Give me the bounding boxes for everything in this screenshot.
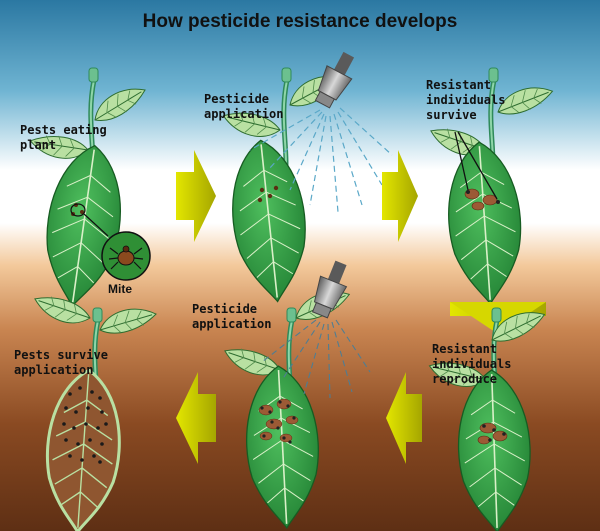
arrow-right-2 [382, 150, 418, 242]
label-resistant-survive: Resistant individuals survive [426, 78, 506, 122]
label-mite: Mite [108, 282, 132, 296]
panel-pests-survive [30, 287, 159, 531]
arrow-right-1 [176, 150, 216, 242]
diagram-title: How pesticide resistance develops [142, 11, 458, 32]
panel-pests-eating [27, 68, 151, 312]
label-resistant-reproduce: Resistant individuals reproduce [432, 342, 512, 386]
label-pesticide-application-2: Pesticide application [192, 302, 272, 331]
panel-resistant-reproduce [425, 305, 550, 531]
label-pests-eating: Pests eating plant [20, 123, 107, 152]
panel-pesticide-2 [220, 257, 371, 531]
label-pests-survive: Pests survive application [14, 348, 108, 377]
panel-pesticide-1 [219, 47, 393, 307]
mite-icon [108, 245, 144, 270]
arrow-left-1 [386, 372, 422, 464]
spray-2 [261, 319, 371, 399]
panel-resistant-survive [426, 68, 557, 308]
spray-1 [249, 107, 393, 213]
arrow-left-2 [176, 372, 216, 464]
label-pesticide-application-1: Pesticide application [204, 92, 284, 121]
